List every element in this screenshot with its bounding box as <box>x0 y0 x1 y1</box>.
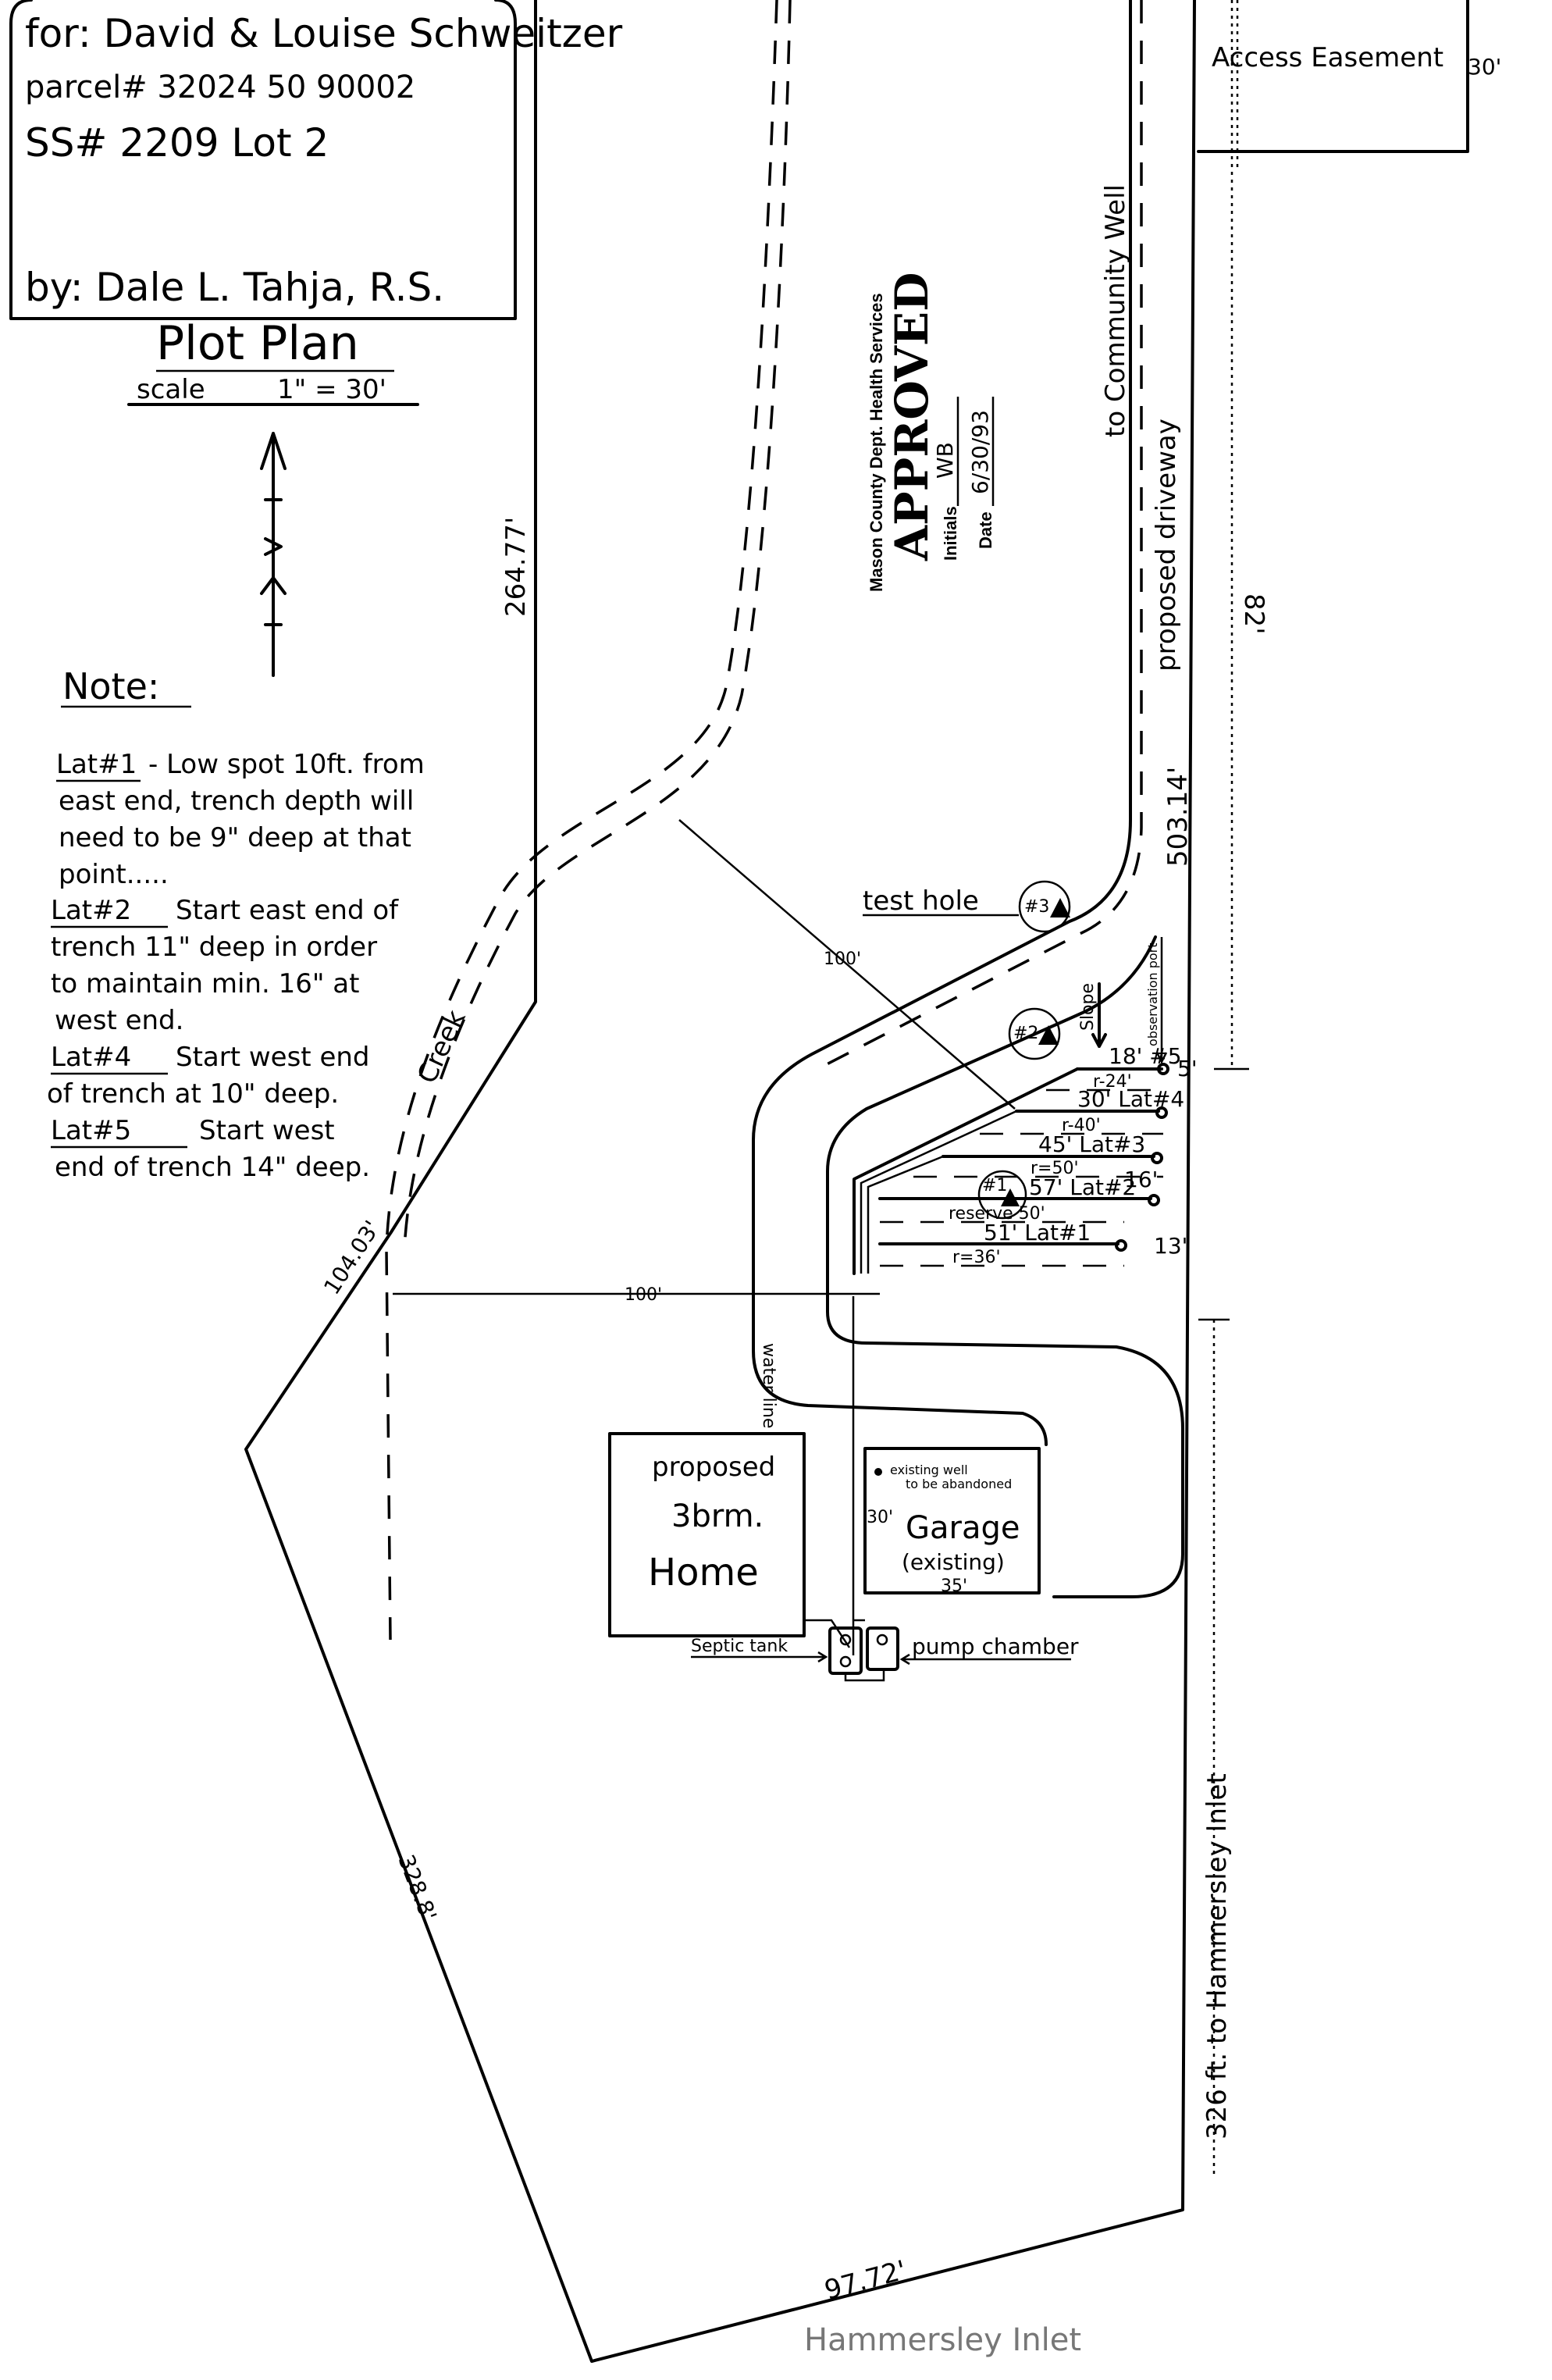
observation-arrow-icon <box>1155 937 1168 1064</box>
note-line: need to be 9" deep at that <box>59 822 411 853</box>
title-for: for: David & Louise Schweitzer <box>25 11 623 56</box>
septic-tank-label: Septic tank <box>691 1637 788 1656</box>
stamp-status: APPROVED <box>885 273 938 561</box>
hammersley-inlet-label: Hammersley Inlet <box>804 2322 1081 2358</box>
water-line-label: water line <box>759 1343 778 1428</box>
septic-system: Septic tank pump chamber <box>691 1296 1079 1682</box>
dim-13: 13' <box>1154 1233 1187 1259</box>
garage-length: 35' <box>941 1577 967 1596</box>
access-easement-label: Access Easement <box>1212 42 1443 73</box>
note-line: - Low spot 10ft. from <box>148 749 425 780</box>
note-line: of trench at 10" deep. <box>47 1078 339 1110</box>
note-line: west end. <box>55 1005 183 1036</box>
dim-5: 5' <box>1177 1056 1198 1081</box>
existing-garage: existing well to be abandoned 30' Garage… <box>863 1447 1041 1596</box>
slope-label: Slope <box>1078 983 1098 1031</box>
plan-title: Plot Plan <box>156 316 359 371</box>
home-line1: proposed <box>652 1452 775 1483</box>
note-line: Start east end of <box>176 895 399 926</box>
note-line: Start west end <box>176 1042 370 1073</box>
north-arrow-icon <box>260 432 287 677</box>
reserve-label: reserve 50' <box>949 1204 1045 1224</box>
test-hole-label: #1 <box>982 1176 1007 1195</box>
dim-16: 16' <box>1124 1167 1158 1192</box>
test-hole-text: test hole <box>863 885 979 917</box>
note-line: trench 11" deep in order <box>51 932 377 963</box>
dim-503: 503.14' <box>1162 767 1194 867</box>
plan-heading: Plot Plan scale 1" = 30' <box>127 316 419 406</box>
reserve-label: r=36' <box>952 1248 1001 1267</box>
note-label: Lat#1 <box>56 749 137 780</box>
stamp-initials-label: Initials <box>941 506 960 561</box>
to-hammersley-label: 326 ft. to Hammersley Inlet <box>1201 1773 1233 2140</box>
test-hole-3 <box>1018 880 1071 933</box>
easement-width: 30' <box>1468 54 1501 80</box>
proposed-home: proposed 3brm. Home <box>608 1432 806 1637</box>
test-hole-1 <box>977 1170 1027 1220</box>
lateral-label: 51' Lat#1 <box>984 1220 1091 1245</box>
note-label: Lat#4 <box>51 1042 131 1073</box>
home-line2: 3brm. <box>671 1498 764 1534</box>
garage-well-note1: existing well <box>890 1463 968 1477</box>
observation-port-label: observation port <box>1145 942 1160 1046</box>
test-hole-label: #2 <box>1013 1024 1038 1043</box>
access-easement: Access Easement 30' <box>1197 0 1501 172</box>
note-line: east end, trench depth will <box>59 786 414 817</box>
pump-chamber <box>866 1626 899 1671</box>
garage-well-note2: to be abandoned <box>906 1477 1012 1491</box>
lateral-label: 18' #5 <box>1109 1043 1182 1069</box>
scale-label: scale <box>137 374 205 405</box>
reserve-label: r-40' <box>1062 1116 1101 1135</box>
note-line: point..... <box>59 859 169 890</box>
approval-stamp: Mason County Dept. Health Services APPRO… <box>867 273 995 592</box>
creek-label: Creek <box>411 1005 472 1088</box>
test-hole-label: #3 <box>1024 897 1049 917</box>
notes-heading: Note: <box>62 665 159 707</box>
dim-82: 82' <box>1238 593 1269 635</box>
stamp-initials-value: WB <box>932 442 958 479</box>
slope-arrow-icon <box>1091 982 1107 1048</box>
title-by: by: Dale L. Tahja, R.S. <box>25 265 444 310</box>
garage-width: 30' <box>867 1508 893 1527</box>
title-block: for: David & Louise Schweitzer parcel# 3… <box>9 0 623 320</box>
to-community-well-label: to Community Well <box>1100 184 1131 437</box>
proposed-driveway-label: proposed driveway <box>1151 419 1182 672</box>
dim-264: 264.77' <box>500 517 532 617</box>
dim-97: 97.72' <box>821 2254 909 2306</box>
lateral-label: 45' Lat#3 <box>1038 1131 1145 1157</box>
note-label: Lat#5 <box>51 1115 131 1146</box>
note-label: Lat#2 <box>51 895 131 926</box>
test-hole-2 <box>1008 1007 1061 1060</box>
dim-328: 328.8' <box>393 1851 441 1925</box>
dim-100-horiz: 100' <box>625 1285 662 1305</box>
lateral-label: 57' Lat#2 <box>1029 1174 1136 1200</box>
test-hole-triangle-icon <box>1038 1025 1059 1045</box>
driveway: to Community Well proposed driveway wate… <box>752 0 1184 1598</box>
note-line: Start west <box>199 1115 335 1146</box>
garage-label: Garage <box>906 1510 1020 1546</box>
creek: Creek <box>385 0 792 1641</box>
lateral-label: 30' Lat#4 <box>1077 1086 1184 1112</box>
notes: Note: Lat#1 - Low spot 10ft. from east e… <box>47 665 425 1183</box>
stamp-agency: Mason County Dept. Health Services <box>867 293 886 592</box>
note-line: end of trench 14" deep. <box>55 1152 370 1183</box>
note-line: to maintain min. 16" at <box>51 968 359 999</box>
reserve-label: r-24' <box>1093 1072 1132 1092</box>
existing-well-icon <box>874 1468 882 1476</box>
pump-chamber-label: pump chamber <box>912 1634 1079 1659</box>
title-parcel: parcel# 32024 50 90002 <box>25 69 415 105</box>
scale-value: 1" = 30' <box>277 374 386 405</box>
stamp-date-label: Date <box>976 511 995 549</box>
home-line3: Home <box>648 1551 759 1594</box>
stamp-date-value: 6/30/93 <box>967 410 993 494</box>
note-label-underlines <box>51 779 187 1149</box>
reserve-label: r=50' <box>1031 1159 1079 1178</box>
dim-100-diag: 100' <box>824 950 861 969</box>
garage-sublabel: (existing) <box>902 1549 1005 1575</box>
test-holes: #3 #2 #1 test hole <box>863 880 1071 1220</box>
test-hole-triangle-icon <box>1050 898 1070 917</box>
drainfield: 18' #5 30' Lat#4 45' Lat#3 57' Lat#2 51'… <box>853 937 1198 1275</box>
property-boundary <box>244 0 1196 2363</box>
title-ss: SS# 2209 Lot 2 <box>25 120 329 166</box>
